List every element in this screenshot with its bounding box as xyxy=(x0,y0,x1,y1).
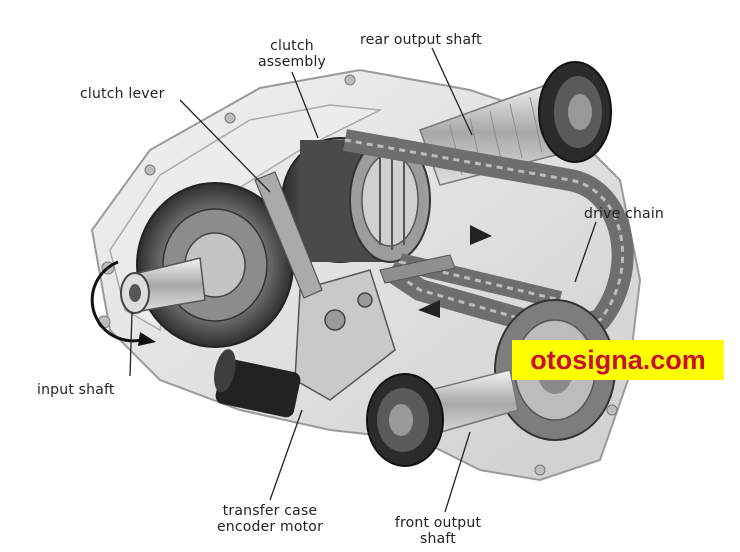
label-rear-output-shaft: rear output shaft xyxy=(360,32,482,48)
encoder-motor-part xyxy=(214,349,301,418)
label-clutch-lever: clutch lever xyxy=(80,86,165,102)
clutch-assembly-part xyxy=(281,137,431,263)
input-shaft-part xyxy=(90,182,294,348)
leader-clutch-assembly xyxy=(291,71,319,139)
label-transfer-case-encoder-motor: transfer case encoder motor xyxy=(200,503,340,535)
leader-drive-chain xyxy=(574,221,597,283)
leader-front-output-shaft xyxy=(444,431,471,513)
front-output-shaft-part xyxy=(366,369,519,467)
leader-input-shaft xyxy=(129,311,133,377)
label-encoder-line1: transfer case xyxy=(222,503,318,519)
label-clutch-assembly: clutch assembly xyxy=(244,38,340,70)
clutch-lever-part xyxy=(254,171,456,401)
label-input-shaft: input shaft xyxy=(37,382,115,398)
label-front-output-line1: front output xyxy=(394,515,482,531)
label-encoder-line2: encoder motor xyxy=(216,519,324,535)
leader-clutch-lever xyxy=(179,99,271,193)
label-clutch-assembly-line2: assembly xyxy=(257,54,327,70)
label-drive-chain: drive chain xyxy=(584,206,664,222)
label-clutch-assembly-line1: clutch xyxy=(270,38,314,54)
label-front-output-shaft: front output shaft xyxy=(378,515,498,547)
leader-rear-output-shaft xyxy=(431,47,473,136)
leader-lines xyxy=(129,47,597,513)
leader-encoder-motor xyxy=(269,409,303,501)
label-front-output-line2: shaft xyxy=(420,531,456,547)
watermark-otosigna: otosigna.com xyxy=(512,340,724,380)
